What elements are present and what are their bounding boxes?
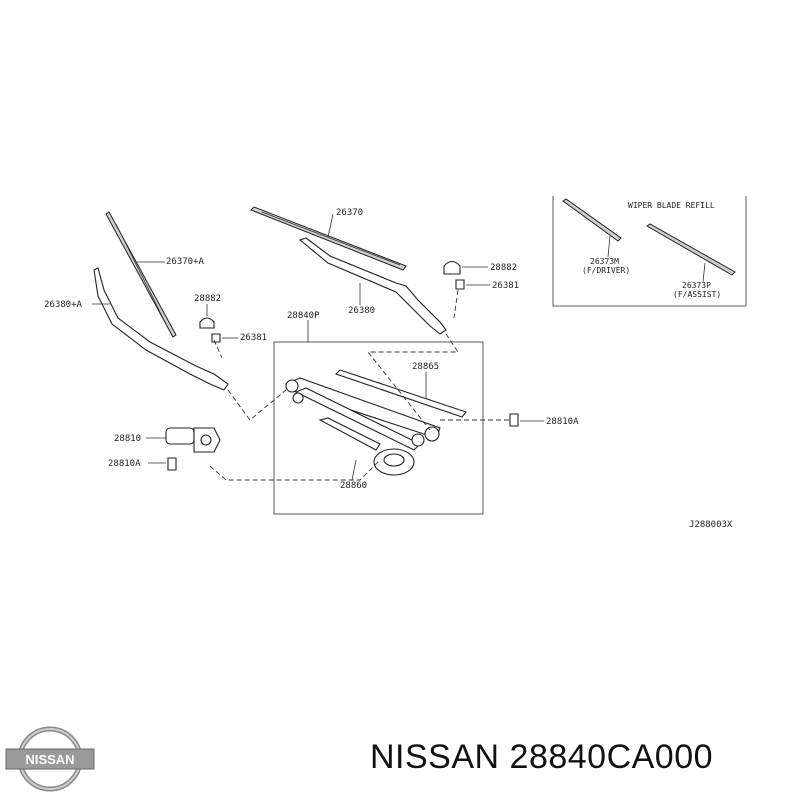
linkage-assembly-box: 28840P xyxy=(273,311,484,515)
label-28860: 28860 xyxy=(340,481,367,491)
part-number-title: NISSAN 28840CA000 xyxy=(370,738,714,776)
label-26370A: 26370+A xyxy=(166,257,205,267)
label-28810A-left: 28810A xyxy=(108,459,141,469)
bolt-28810A-left: 28810A xyxy=(108,457,177,471)
bolt-28810A-right: 28810A xyxy=(509,413,579,427)
label-26373P: 26373P xyxy=(682,281,711,290)
label-26380A: 26380+A xyxy=(44,300,83,310)
label-26380: 26380 xyxy=(348,306,375,316)
label-26381-right: 26381 xyxy=(492,281,519,291)
label-26381-left: 26381 xyxy=(240,333,267,343)
wiper-motor-28810: 28810 xyxy=(114,427,221,453)
linkage-frame xyxy=(284,377,441,451)
wiper-arm-26380: 26380 xyxy=(298,237,447,335)
wiper-arm-26380A: 26380+A xyxy=(44,267,229,391)
label-28882-left: 28882 xyxy=(194,294,221,304)
label-26373P-note: (F/ASSIST) xyxy=(673,290,721,299)
nissan-logo: NISSAN xyxy=(5,726,95,792)
label-28840P: 28840P xyxy=(287,311,320,321)
cap-nut-left: 28882 26381 xyxy=(194,294,267,343)
pivot-28860: 28860 xyxy=(340,448,415,491)
refill-title: WIPER BLADE REFILL xyxy=(628,201,715,210)
logo-text: NISSAN xyxy=(25,752,74,767)
refill-assist: 26373P (F/ASSIST) xyxy=(646,223,736,299)
label-26373M: 26373M xyxy=(590,257,619,266)
label-28882-right: 28882 xyxy=(490,263,517,273)
label-28865: 28865 xyxy=(412,362,439,372)
label-28810: 28810 xyxy=(114,434,141,444)
assembly-lines xyxy=(209,289,512,481)
cap-nut-right: 28882 26381 xyxy=(443,260,519,291)
drawing-code: J288003X xyxy=(689,520,733,530)
wiper-blade-refill-inset: WIPER BLADE REFILL 26373M (F/DRIVER) 263… xyxy=(552,196,747,307)
wiper-blade-26370: 26370 xyxy=(250,206,407,271)
label-26370: 26370 xyxy=(336,208,363,218)
label-28810A-right: 28810A xyxy=(546,417,579,427)
refill-driver: 26373M (F/DRIVER) xyxy=(562,198,630,275)
wiper-blade-26370A: 26370+A xyxy=(105,211,205,338)
label-26373M-note: (F/DRIVER) xyxy=(582,266,630,275)
